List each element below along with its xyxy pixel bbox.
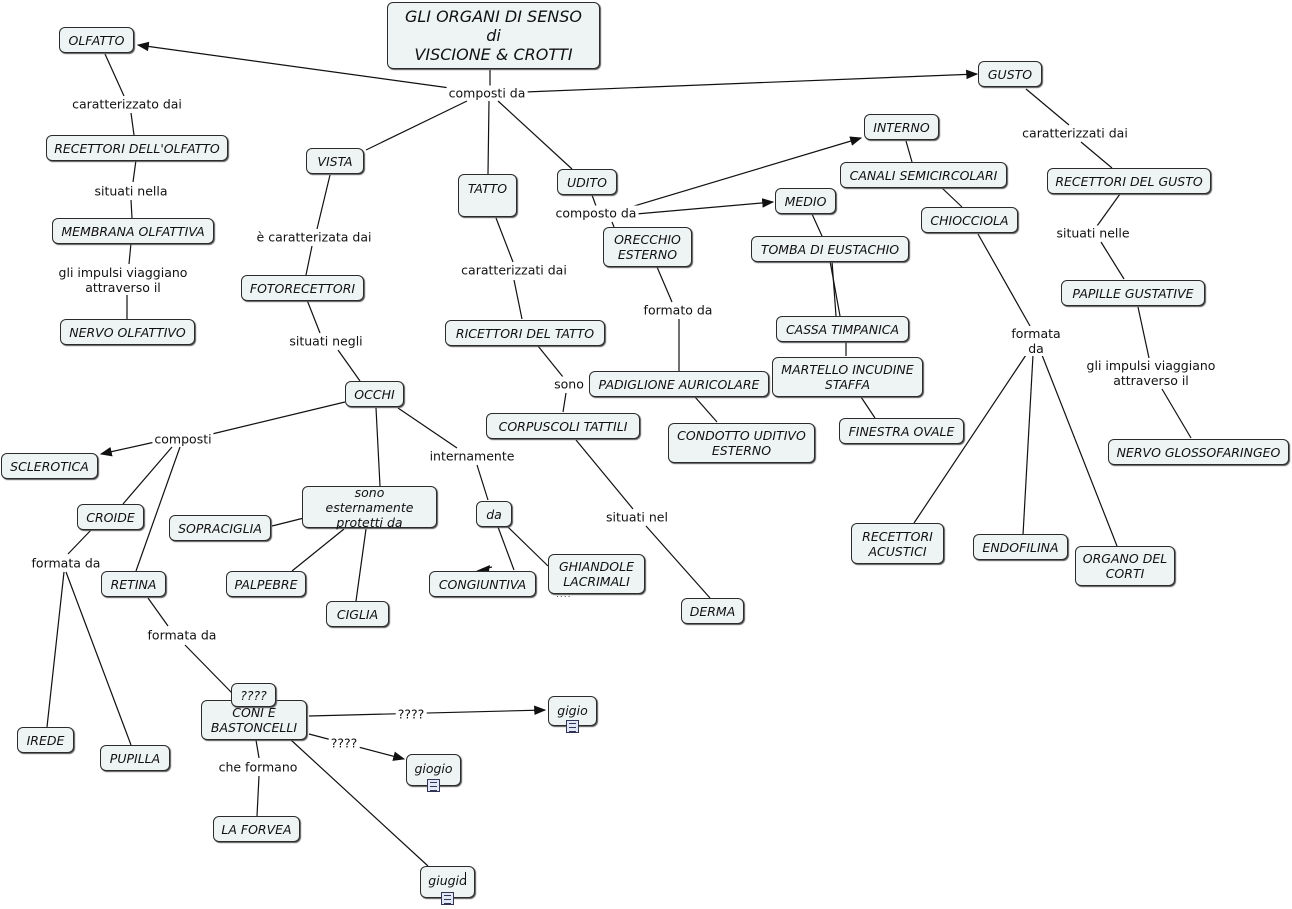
link-label-situati-nelle: situati nelle [1054,225,1132,241]
node-da[interactable]: da [476,501,512,527]
node-sclerotica[interactable]: SCLEROTICA [1,453,98,479]
node-orecchio-esterno[interactable]: ORECCHIO ESTERNO [603,227,692,267]
link-label-formata-da: formata da [1009,326,1063,356]
node-occhi[interactable]: OCCHI [345,381,404,407]
link-label-internamente: internamente [427,448,517,464]
link-label-situati-nel: situati nel [604,509,670,525]
node-medio[interactable]: MEDIO [775,188,836,214]
node-question[interactable]: ???? [231,683,276,707]
node-fotorecettori[interactable]: FOTORECETTORI [241,275,364,301]
node-ghiandole-lacrimali[interactable]: GHIANDOLE LACRIMALI [548,554,645,594]
node-ciglia[interactable]: CIGLIA [326,601,389,627]
document-icon[interactable] [566,720,579,733]
node-nervo-olfattivo[interactable]: NERVO OLFATTIVO [60,319,195,345]
map-title[interactable]: GLI ORGANI DI SENSO di VISCIONE & CROTTI [387,2,600,69]
link-label-formato-da: formato da [641,302,715,318]
link-label-sono: sono [552,376,586,392]
node-chiocciola[interactable]: CHIOCCIOLA [921,207,1018,233]
link-label-caratterizzato-dai: caratterizzato dai [70,96,184,112]
node-organo-corti[interactable]: ORGANO DEL CORTI [1075,546,1175,586]
node-cassa-timpanica[interactable]: CASSA TIMPANICA [776,316,909,342]
link-label-caratterizzati-dai: caratterizzati dai [459,262,569,278]
node-sopraciglia[interactable]: SOPRACIGLIA [169,515,271,541]
node-recettori-acustici[interactable]: RECETTORI ACUSTICI [851,523,944,564]
node-recettori-gusto[interactable]: RECETTORI DEL GUSTO [1047,168,1211,194]
link-label-gli-impulsi: gli impulsi viaggiano attraverso il [1084,358,1218,388]
node-la-forvea[interactable]: LA FORVEA [213,816,300,842]
node-corpuscoli-tattili[interactable]: CORPUSCOLI TATTILI [486,413,640,439]
node-nervo-glossofaringeo[interactable]: NERVO GLOSSOFARINGEO [1108,439,1289,465]
node-interno[interactable]: INTERNO [864,114,939,140]
link-label-gli-impulsi: gli impulsi viaggiano attraverso il [56,265,190,295]
node-derma[interactable]: DERMA [681,598,744,624]
node-udito[interactable]: UDITO [557,169,617,195]
node-gusto[interactable]: GUSTO [978,61,1042,87]
node-congiuntiva[interactable]: CONGIUNTIVA [429,571,536,597]
node-recettori-olfatto[interactable]: RECETTORI DELL'OLFATTO [46,135,228,161]
text-cursor [465,872,466,885]
link-label-caratterizzati-dai: caratterizzati dai [1020,125,1130,141]
node-olfatto[interactable]: OLFATTO [59,27,134,53]
link-label-question: ???? [328,735,360,751]
node-membrana-olfattiva[interactable]: MEMBRANA OLFATTIVA [52,218,214,244]
link-label-composto-da: composto da [553,205,639,221]
link-label-question: ???? [395,706,427,722]
document-icon[interactable] [427,779,440,792]
node-canali-semicircolari[interactable]: CANALI SEMICIRCOLARI [840,162,1007,188]
node-irede[interactable]: IREDE [17,727,74,753]
node-finestra-ovale[interactable]: FINESTRA OVALE [839,418,964,444]
node-condotto-uditivo[interactable]: CONDOTTO UDITIVO ESTERNO [668,423,815,463]
link-label-caratterizzata: è caratterizata dai [254,229,374,245]
link-label-formata-da: formata da [145,627,219,643]
node-endofilina[interactable]: ENDOFILINA [973,534,1068,560]
node-tomba-eustachio[interactable]: TOMBA DI EUSTACHIO [751,236,909,262]
dots: .... [556,590,572,600]
link-label-composti-da: composti da [446,85,528,101]
node-ricettori-tatto[interactable]: RICETTORI DEL TATTO [445,320,605,346]
node-retina[interactable]: RETINA [101,571,166,597]
node-padiglione-auricolare[interactable]: PADIGLIONE AURICOLARE [589,371,769,397]
link-label-composti: composti [152,431,214,447]
node-papille-gustative[interactable]: PAPILLE GUSTATIVE [1061,280,1205,306]
node-gigio[interactable]: gigio [548,696,597,726]
node-palpebre[interactable]: PALPEBRE [226,571,306,597]
node-croide[interactable]: CROIDE [77,504,144,530]
link-label-situati-negli: situati negli [287,333,365,349]
link-label-formata-da: formata da [29,555,103,571]
link-label-situati-nella: situati nella [92,183,170,199]
node-tatto[interactable]: TATTO [458,174,517,217]
node-pupilla[interactable]: PUPILLA [100,745,170,771]
node-sono-esternamente[interactable]: sono esternamente protetti da [302,485,437,530]
node-martello-incudine-staffa[interactable]: MARTELLO INCUDINE STAFFA [772,357,923,397]
document-icon[interactable] [441,892,454,905]
node-vista[interactable]: VISTA [306,148,364,174]
link-label-che-formano: che formano [216,759,300,775]
